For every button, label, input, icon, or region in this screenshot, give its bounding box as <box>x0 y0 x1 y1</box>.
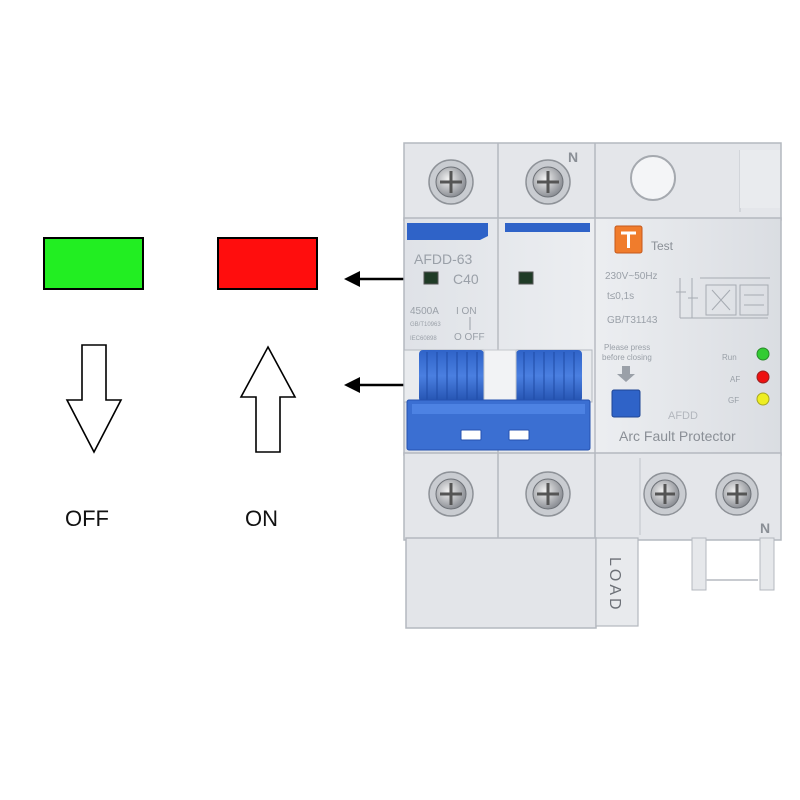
model-label-strip <box>407 223 488 240</box>
standard-1-text: GB/T10963 <box>410 322 441 328</box>
reset-button[interactable] <box>611 389 641 418</box>
up-arrow-icon <box>239 345 297 453</box>
wiring-diagram-icon <box>676 277 770 319</box>
bottom-neutral-label: N <box>760 520 770 536</box>
second-pole-strip <box>505 223 590 232</box>
afdd-device <box>403 142 782 629</box>
standard-2-text: IEC60898 <box>410 336 437 342</box>
on-state-label: ON <box>245 506 278 531</box>
switch-handle[interactable] <box>403 349 593 451</box>
bottom-right-screw-1-icon <box>643 472 687 516</box>
run-indicator-label: Run <box>722 353 737 362</box>
instruction-line-1: Please press <box>604 343 650 352</box>
instruction-line-2: before closing <box>602 353 652 362</box>
on-state-swatch <box>217 237 318 290</box>
top-middle-screw-icon <box>525 159 571 205</box>
trip-time-text: t≤0,1s <box>607 291 634 302</box>
test-button-label: Test <box>651 239 674 253</box>
gf-indicator-led <box>756 392 770 406</box>
af-indicator-led <box>756 370 770 384</box>
down-arrow-icon <box>65 344 123 454</box>
top-neutral-label: N <box>568 149 578 165</box>
bottom-middle-screw-icon <box>525 471 571 517</box>
off-state-label: OFF <box>65 506 109 531</box>
product-name-text: Arc Fault Protector <box>619 428 736 444</box>
off-state-swatch <box>43 237 144 290</box>
test-button-glyph <box>621 231 636 248</box>
breaking-capacity-text: 4500A <box>410 306 439 317</box>
pole-1-status-window <box>423 271 439 285</box>
af-indicator-label: AF <box>730 375 740 384</box>
load-label: LOAD <box>606 557 623 613</box>
brand-text: AFDD <box>668 410 698 422</box>
instruction-down-arrow-icon <box>617 366 635 382</box>
gf-indicator-label: GF <box>728 396 739 405</box>
pole-2-status-window <box>518 271 534 285</box>
rating-text: C40 <box>453 271 479 287</box>
run-indicator-led <box>756 347 770 361</box>
switch-off-mark: O OFF <box>454 332 485 343</box>
standard-3-text: GB/T31143 <box>607 315 658 326</box>
model-text: AFDD-63 <box>414 251 473 267</box>
bottom-left-screw-icon <box>428 471 474 517</box>
switch-on-mark: I ON <box>456 306 477 317</box>
top-left-screw-icon <box>428 159 474 205</box>
voltage-text: 230V~50Hz <box>605 271 658 282</box>
bottom-right-screw-2-icon <box>715 472 759 516</box>
top-empty-terminal-hole <box>630 155 676 201</box>
